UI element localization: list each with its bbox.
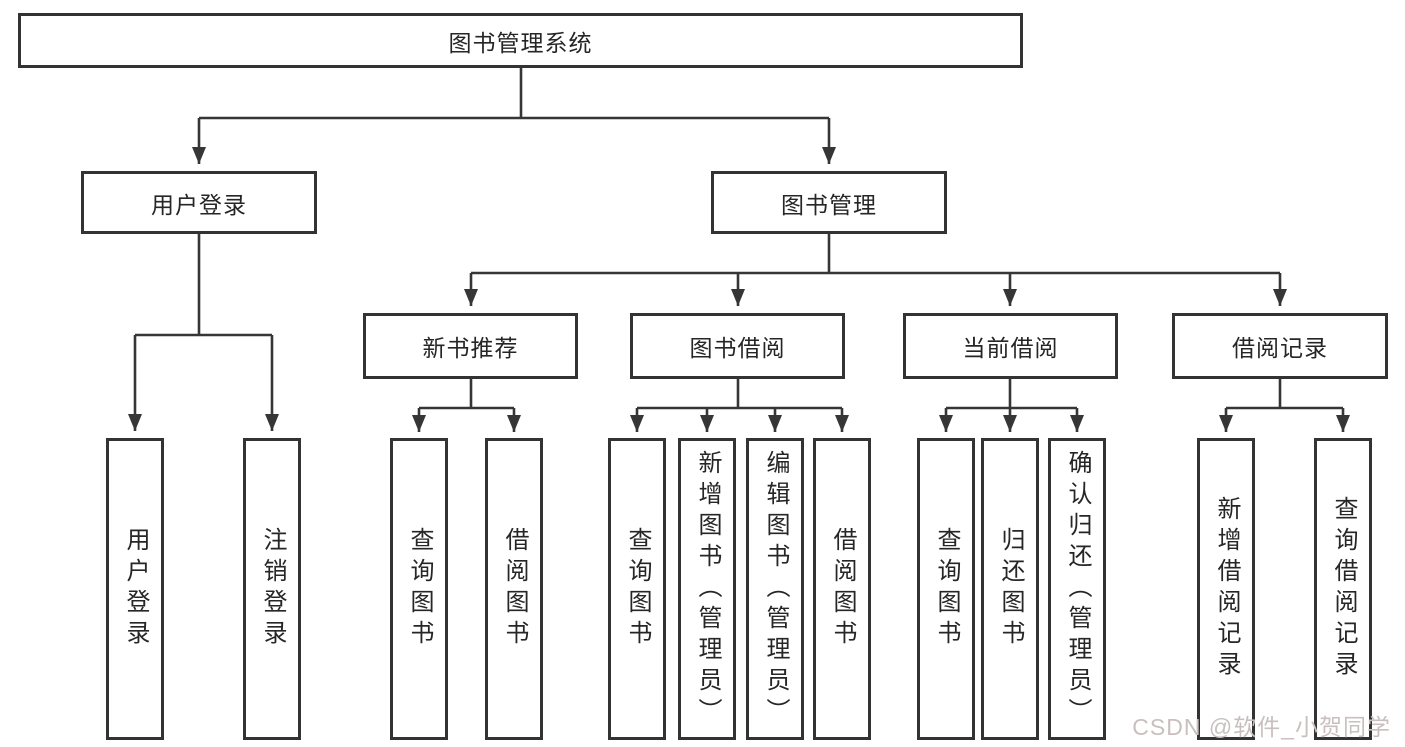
node-user-login: 用户登录	[81, 171, 317, 234]
leaf-edit-books-admin: 编辑图书（管理员）	[746, 438, 804, 740]
leaf-query-borrow-record: 查询借阅记录	[1314, 438, 1372, 740]
leaf-return-books: 归还图书	[981, 438, 1039, 740]
leaf-query-books-borrow: 查询图书	[608, 438, 666, 740]
node-book-borrow: 图书借阅	[630, 313, 845, 379]
node-book-management: 图书管理	[711, 171, 947, 234]
leaf-add-borrow-record: 新增借阅记录	[1197, 438, 1255, 740]
leaf-user-login: 用户登录	[106, 438, 164, 740]
leaf-confirm-return-admin: 确认归还（管理员）	[1048, 438, 1106, 740]
leaf-borrow-books: 借阅图书	[813, 438, 871, 740]
node-root-book-management-system: 图书管理系统	[18, 13, 1023, 68]
leaf-logout: 注销登录	[243, 438, 301, 740]
leaf-query-books-current: 查询图书	[917, 438, 975, 740]
node-borrow-records: 借阅记录	[1172, 313, 1388, 379]
leaf-query-books-recommend: 查询图书	[390, 438, 448, 740]
leaf-add-books-admin: 新增图书（管理员）	[678, 438, 736, 740]
node-new-book-recommend: 新书推荐	[363, 313, 578, 379]
node-current-borrow: 当前借阅	[903, 313, 1118, 379]
leaf-borrow-books-recommend: 借阅图书	[485, 438, 543, 740]
csdn-watermark: CSDN @软件_小贺同学	[1132, 714, 1391, 740]
